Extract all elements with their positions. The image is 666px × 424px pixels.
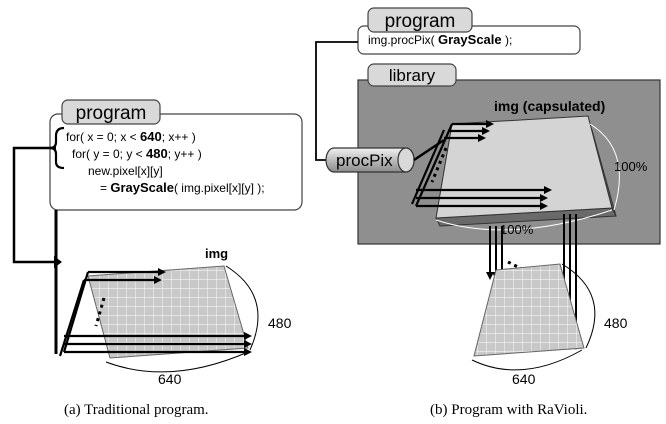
program-tab-label-a: program <box>76 103 147 124</box>
program-tab-b <box>367 7 473 33</box>
width-dimension-a <box>105 351 249 373</box>
procpix-label: procPix <box>336 151 393 170</box>
image-grid-b <box>473 263 585 357</box>
loop-arrow-a <box>12 146 56 264</box>
program-box-a <box>49 113 303 211</box>
figure-b: library program img (capsulated) <box>315 7 661 387</box>
program-code-b: img.procPix( GrayScale ); <box>368 32 513 47</box>
dots-b <box>430 147 448 183</box>
code-line-1: for( x = 0; x < 640; x++ ) <box>66 129 196 144</box>
width-dimension-b <box>471 349 583 371</box>
caption-a: (a) Traditional program. <box>64 402 209 418</box>
scan-arrowheads-a <box>154 268 252 356</box>
scan-arrows-a <box>58 270 244 357</box>
program-tab-a <box>61 99 161 125</box>
height-label-b: 480 <box>604 315 628 331</box>
dots-a <box>94 297 106 327</box>
scan-arrowheads-b <box>478 120 552 210</box>
image-label-a: img <box>205 246 228 261</box>
procpix-capsule-end <box>397 147 415 173</box>
library-tab <box>367 63 457 87</box>
percent-right-label: 100% <box>614 159 648 174</box>
percent-right-arc <box>589 123 620 211</box>
width-label-b: 640 <box>512 371 536 387</box>
percent-bottom-arc <box>435 209 613 231</box>
call-arrow <box>315 41 358 161</box>
figure-a: program img 64 <box>12 99 303 387</box>
height-dimension-a <box>225 265 259 351</box>
code-line-3: new.pixel[x][y] <box>88 164 163 178</box>
height-label-a: 480 <box>268 315 292 331</box>
capsule-image-label: img (capsulated) <box>494 98 605 114</box>
capsule-slab-top <box>435 115 613 219</box>
code-line-4: = GrayScale( img.pixel[x][y] ); <box>100 180 265 195</box>
percent-bottom-label: 100% <box>500 222 534 237</box>
library-tab-label: library <box>389 66 436 85</box>
procpix-to-scan-line <box>413 138 445 162</box>
width-label-a: 640 <box>158 371 182 387</box>
height-dimension-b <box>561 263 596 349</box>
program-tab-label-b: program <box>385 11 456 32</box>
caption-b: (b) Program with RaVioli. <box>430 402 588 418</box>
code-line-2: for( y = 0; y < 480; y++ ) <box>72 146 202 161</box>
